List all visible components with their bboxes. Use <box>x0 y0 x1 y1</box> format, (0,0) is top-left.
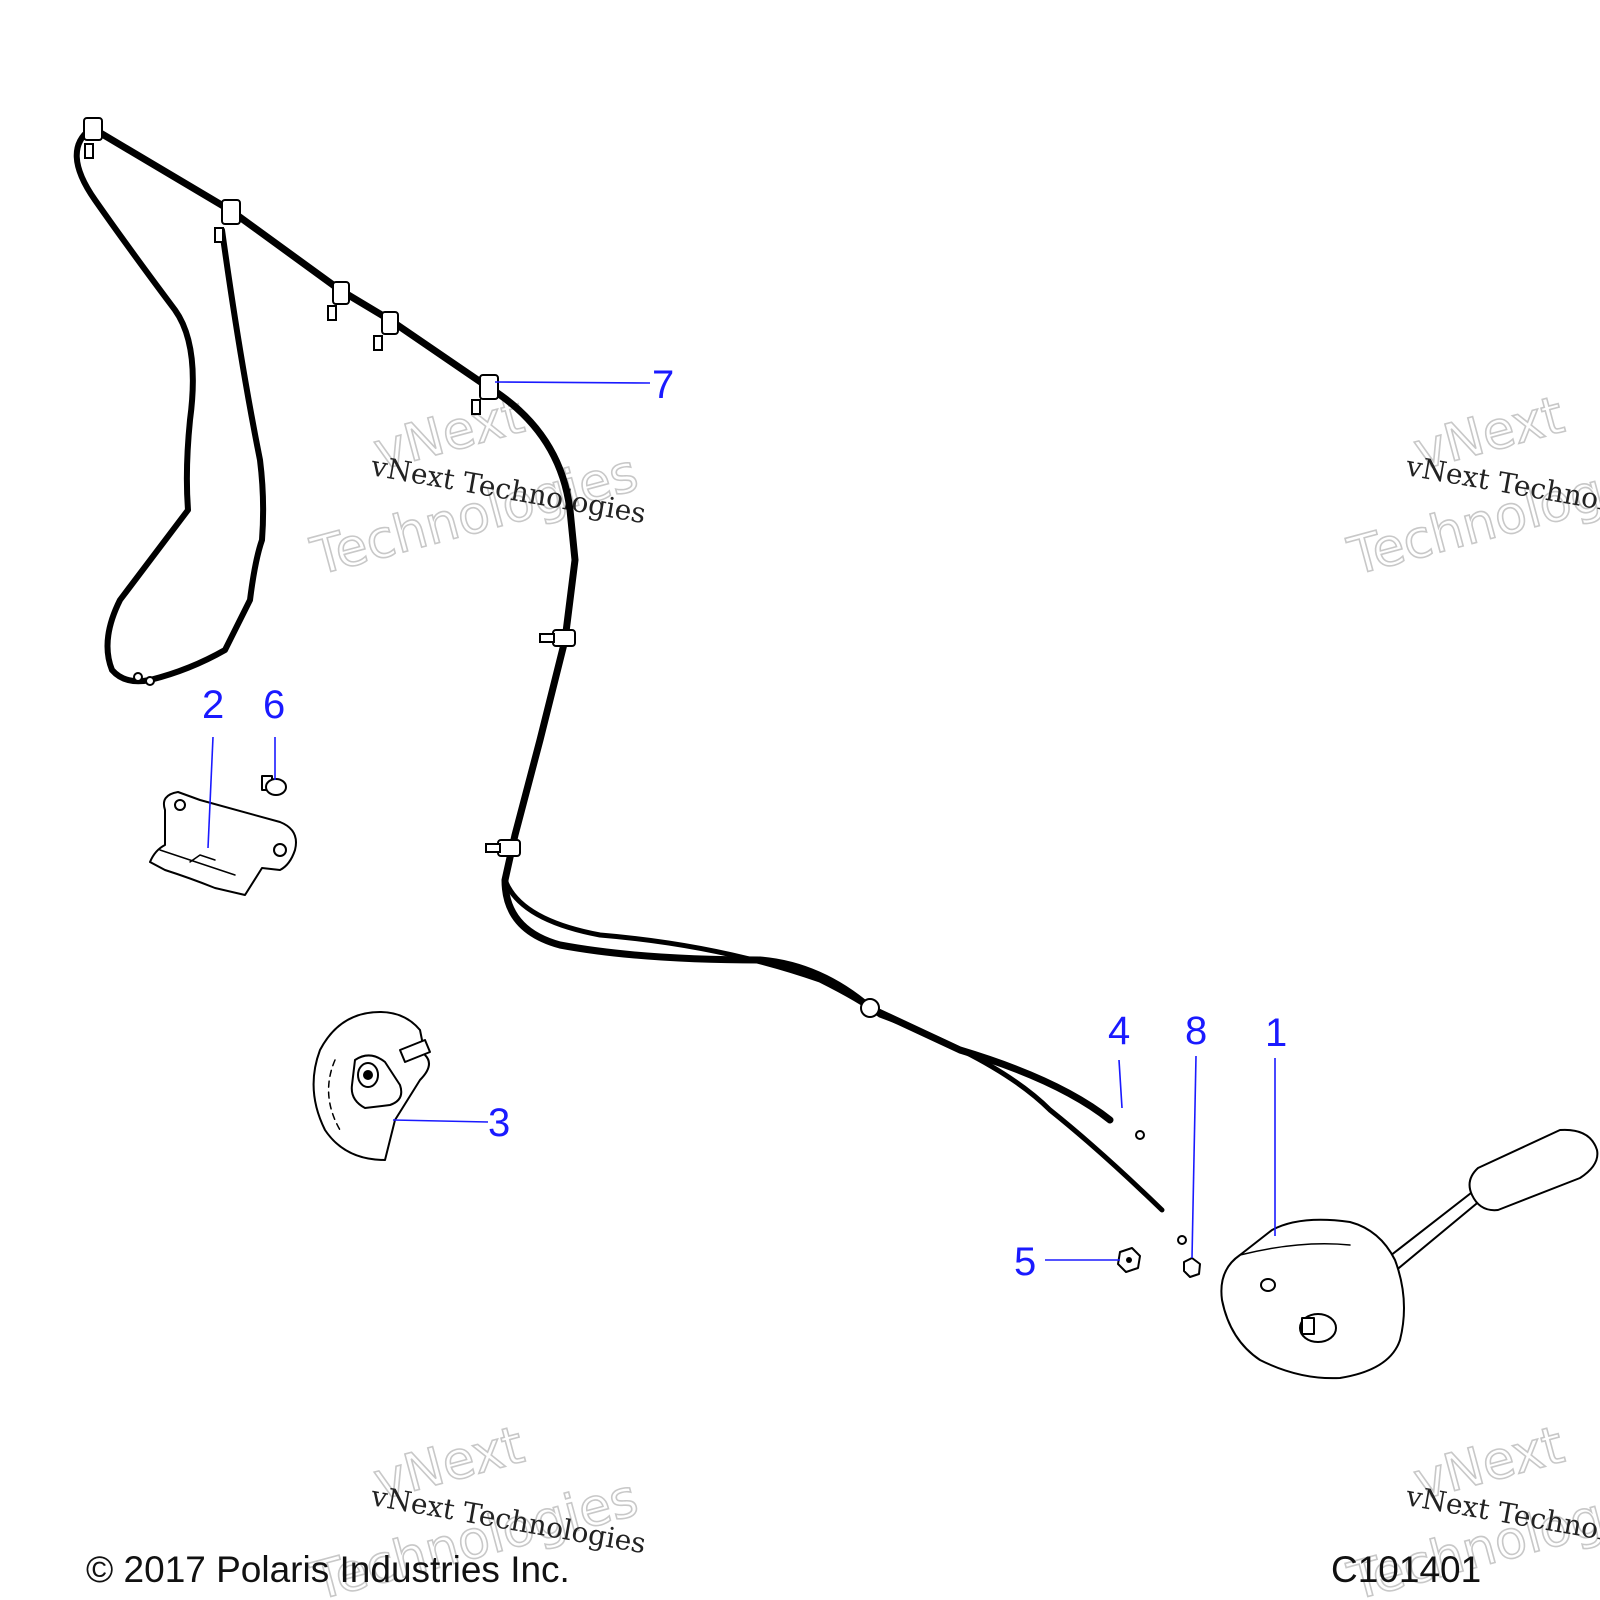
watermark-top-right: vNext Technologies vNext Technologies <box>1341 384 1600 588</box>
callout-6: 6 <box>263 683 285 727</box>
callout-1: 1 <box>1265 1011 1287 1055</box>
lever-switch-part-1 <box>1220 1128 1599 1380</box>
nut-part-5 <box>1117 1247 1141 1273</box>
copyright-notice: © 2017 Polaris Industries Inc. <box>86 1549 570 1590</box>
callout-7: 7 <box>652 363 674 407</box>
bracket-part-2 <box>149 791 297 896</box>
callout-2: 2 <box>202 683 224 727</box>
callout-4: 4 <box>1108 1009 1130 1053</box>
shield-part-3 <box>312 1011 431 1161</box>
callout-8: 8 <box>1185 1009 1207 1053</box>
cable-assembly-part-7 <box>73 117 1187 1245</box>
callout-leaders <box>207 381 1276 1261</box>
screw-part-6 <box>261 775 287 796</box>
drawing-number: C101401 <box>1331 1549 1482 1590</box>
nut-part-8 <box>1183 1257 1201 1278</box>
callout-3: 3 <box>488 1101 510 1145</box>
watermark-top-center: vNext Technologies vNext Technologies <box>304 384 648 588</box>
callout-5: 5 <box>1014 1240 1036 1284</box>
